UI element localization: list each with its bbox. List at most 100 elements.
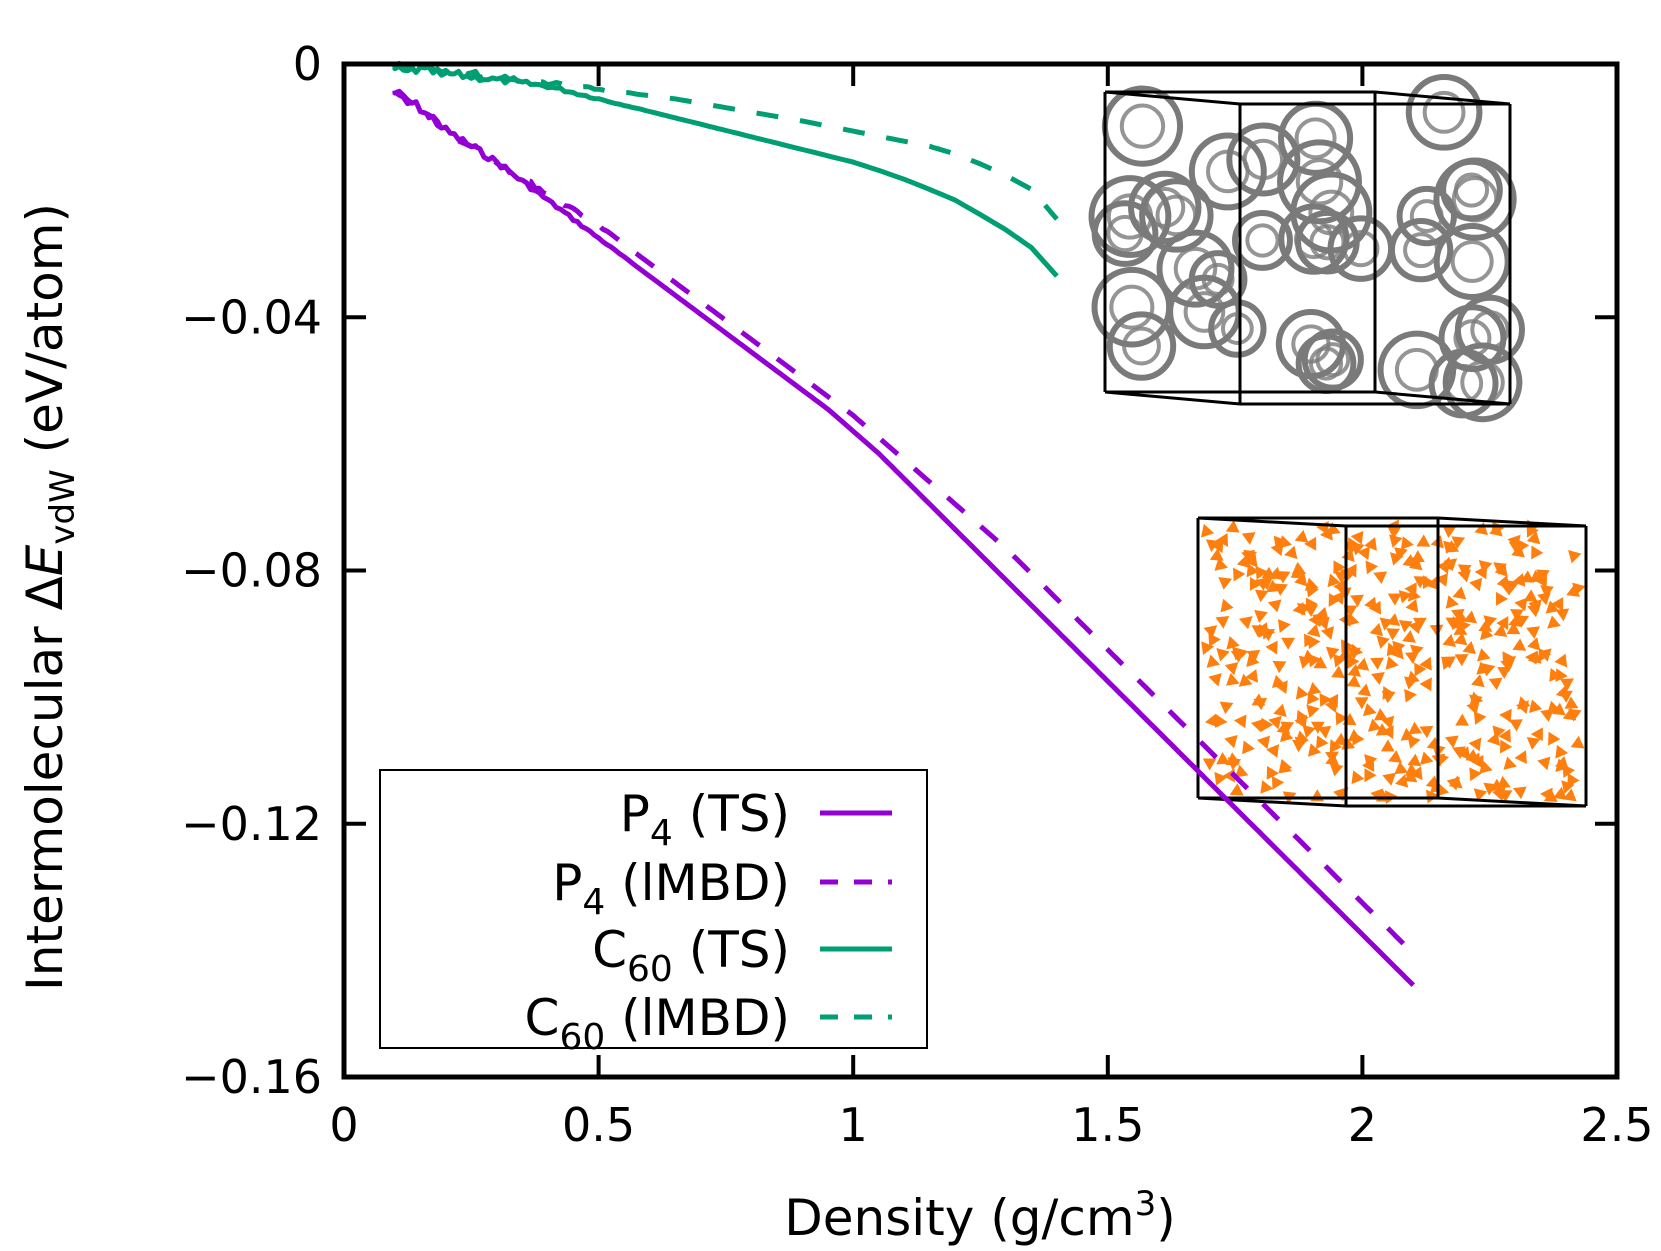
fullerene-molecule [1277, 139, 1362, 225]
p4-molecule [1469, 691, 1484, 705]
p4-molecule [1357, 546, 1371, 561]
y-axis-label: Intermolecular ΔEvdW (eV/atom) [16, 203, 83, 991]
p4-molecule [1304, 536, 1317, 551]
p4-molecule [1466, 701, 1480, 715]
p4-molecule [1381, 715, 1395, 730]
p4-molecule [1274, 583, 1288, 596]
p4-molecule [1537, 592, 1551, 606]
p4-molecule [1502, 651, 1515, 666]
p4-molecule [1216, 647, 1230, 662]
p4-molecule [1552, 702, 1566, 716]
p4-molecule [1345, 541, 1360, 555]
p4-molecule [1465, 749, 1480, 762]
p4-molecule [1295, 730, 1309, 744]
p4-molecule [1512, 638, 1527, 651]
p4-molecule [1255, 565, 1269, 580]
p4-molecule [1277, 619, 1291, 633]
p4-molecule [1373, 571, 1388, 584]
p4-molecule [1367, 718, 1382, 732]
p4-molecule [1419, 725, 1434, 739]
p4-molecule [1506, 622, 1521, 635]
p4-molecule [1208, 673, 1222, 687]
fullerene-molecule [1231, 209, 1293, 271]
p4-molecule [1306, 583, 1319, 598]
p4-molecule [1320, 626, 1335, 640]
fullerene-molecule [1188, 132, 1267, 211]
p4-molecule [1203, 625, 1218, 639]
p4-molecule [1355, 657, 1370, 671]
p4-molecule [1403, 769, 1418, 783]
y-tick-label: −0.04 [181, 290, 322, 344]
p4-molecule [1238, 616, 1253, 630]
fullerene-ring [1294, 117, 1337, 160]
p4-molecule [1422, 575, 1435, 590]
p4-molecule [1496, 616, 1509, 631]
p4-molecule [1416, 534, 1431, 547]
p4-molecule [1400, 727, 1415, 741]
p4-molecule [1529, 569, 1544, 583]
p4-molecule [1468, 737, 1482, 752]
p4-molecule [1351, 770, 1365, 785]
p4-molecule [1268, 715, 1282, 730]
series-layer [392, 60, 1416, 987]
p4-molecule [1419, 677, 1432, 692]
p4-molecule [1540, 585, 1554, 598]
fullerene-molecule [1188, 250, 1248, 309]
p4-molecule [1404, 582, 1417, 597]
p4-molecule [1390, 552, 1404, 566]
p4-molecule [1251, 693, 1266, 706]
p4-molecule [1476, 648, 1491, 662]
p4-molecule [1540, 787, 1553, 802]
p4-molecule [1350, 594, 1364, 608]
p4-molecule [1306, 704, 1320, 718]
fullerene-molecule [1128, 170, 1202, 245]
p4-molecule [1562, 707, 1577, 721]
fullerene-ring [1109, 284, 1155, 330]
x-tick-label: 0.5 [562, 1098, 635, 1152]
fullerene-molecule [1396, 185, 1457, 247]
p4-molecule [1241, 549, 1255, 563]
p4-molecule [1308, 635, 1321, 650]
p4-molecule [1345, 612, 1360, 627]
fullerene-ring [1453, 172, 1490, 208]
p4-molecule [1406, 670, 1420, 684]
p4-molecule [1388, 750, 1402, 763]
p4-molecule [1398, 620, 1413, 633]
p4-molecule [1508, 614, 1523, 628]
p4-molecule [1387, 526, 1402, 539]
p4-molecule [1278, 758, 1293, 773]
y-tick-label: −0.16 [181, 1050, 322, 1104]
p4-molecule [1380, 739, 1395, 752]
p4-molecule [1474, 565, 1488, 580]
p4-molecule [1202, 758, 1217, 771]
p4-molecule [1382, 772, 1396, 786]
p4-molecule [1537, 756, 1551, 771]
p4-molecule [1402, 630, 1416, 643]
p4-molecule [1256, 735, 1270, 750]
p4-molecule [1357, 683, 1372, 697]
p4-molecule [1548, 731, 1561, 746]
p4-molecule [1273, 535, 1287, 550]
p4-molecule [1331, 591, 1345, 605]
p4-molecule [1329, 763, 1344, 777]
p4-molecule [1509, 719, 1523, 732]
p4-molecule [1226, 635, 1240, 650]
p4-molecule [1520, 570, 1535, 583]
p4-molecule [1254, 610, 1268, 623]
p4-molecule [1387, 593, 1402, 606]
legend-label-1: P4 (lMBD) [552, 854, 790, 923]
p4-molecule [1564, 696, 1579, 709]
p4-molecule [1325, 646, 1340, 660]
p4-molecule [1296, 709, 1309, 724]
p4-molecule [1454, 654, 1469, 667]
p4-molecule [1496, 591, 1508, 606]
p4-molecule [1209, 548, 1224, 561]
x-tick-label: 1.5 [1071, 1098, 1144, 1152]
p4-molecule [1538, 648, 1552, 662]
fullerene-ring [1342, 229, 1380, 268]
p4-molecule [1392, 640, 1406, 655]
fullerene-ring [1220, 312, 1254, 345]
p4-molecule [1376, 635, 1390, 649]
p4-molecule [1343, 605, 1358, 618]
